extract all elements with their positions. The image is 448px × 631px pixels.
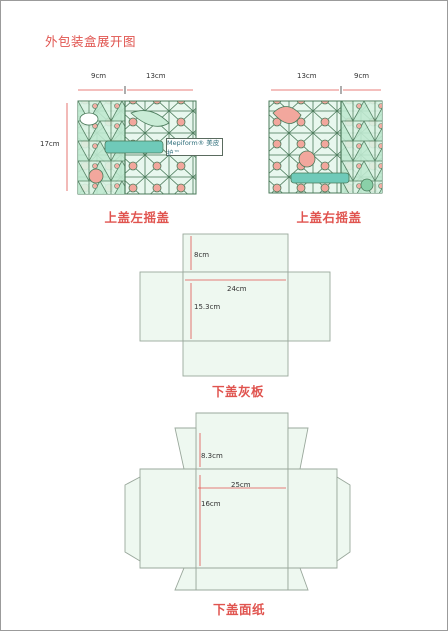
bottom-face-dimension-lines [198,433,286,566]
dim-face-25cm: 25cm [231,481,251,489]
top-right-flap-artwork [268,100,383,194]
bottom-board-dieline [139,233,331,377]
caption-bottom-face: 下盖面纸 [212,602,265,617]
dim-board-24cm: 24cm [227,285,247,293]
page-title: 外包装盒展开图 [45,34,137,49]
caption-top-right-flap: 上盖右摇盖 [296,210,362,225]
brand-label: Mepiform® 美皮护™ [166,138,223,157]
dim-left-17cm: 17cm [40,140,60,148]
dim-left-9cm: 9cm [91,72,107,80]
caption-top-left-flap: 上盖左摇盖 [104,210,170,225]
bottom-face-dieline [124,412,351,591]
dim-face-16cm: 16cm [201,500,221,508]
caption-bottom-board: 下盖灰板 [211,384,264,399]
dim-left-13cm: 13cm [146,72,166,80]
dim-board-8cm: 8cm [194,251,210,259]
top-left-dimension-lines [66,86,193,191]
dim-right-13cm: 13cm [297,72,317,80]
dim-face-8-3cm: 8.3cm [201,452,223,460]
top-right-dimension-lines [271,86,381,94]
dim-right-9cm: 9cm [354,72,370,80]
dim-board-15-3cm: 15.3cm [194,303,221,311]
bottom-board-dimension-lines [185,236,286,339]
